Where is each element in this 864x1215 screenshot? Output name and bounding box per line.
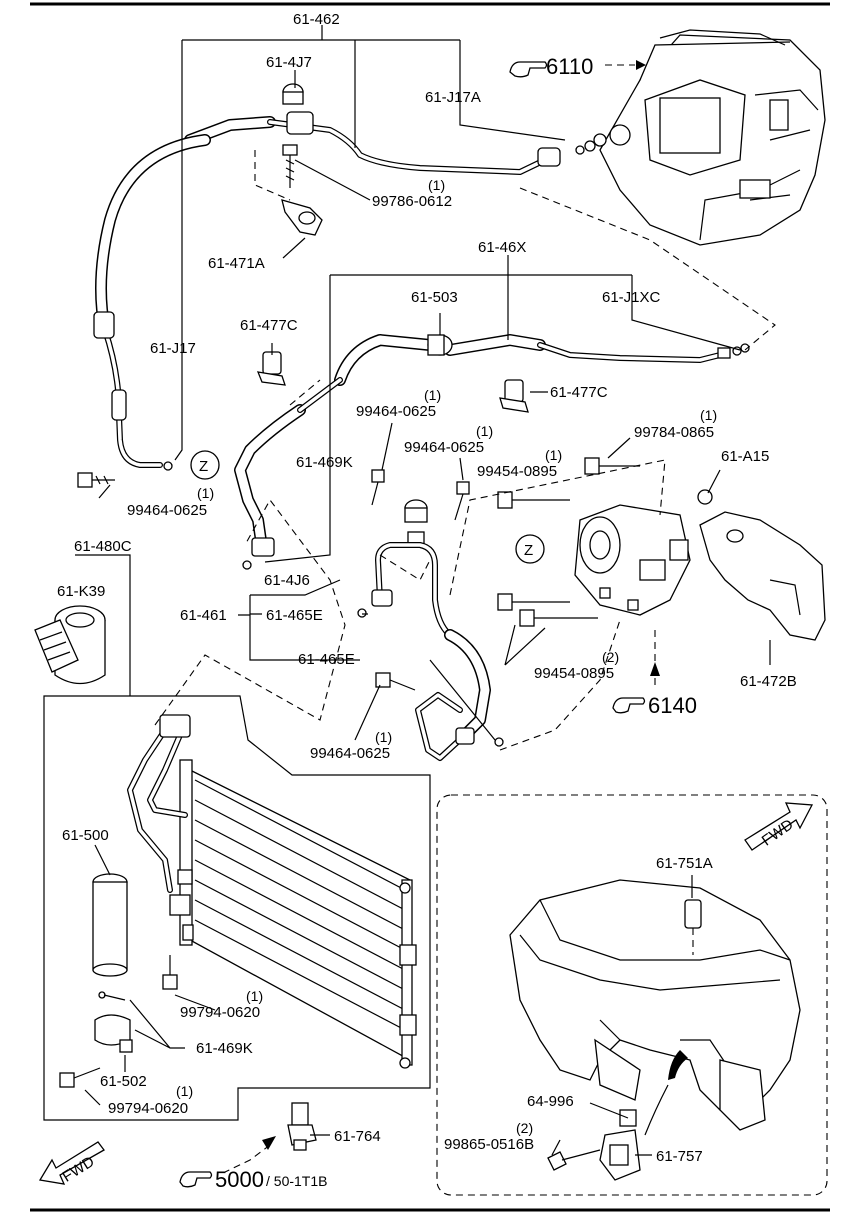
dashed-connectors <box>154 150 776 1173</box>
label-61-751A: 61-751A <box>656 855 713 872</box>
label-61-764: 61-764 <box>334 1128 381 1145</box>
condenser-frame <box>43 695 431 1121</box>
ref-6110-arrowhead <box>636 60 646 70</box>
zoom-marker-a <box>190 450 220 480</box>
qty-99794-0620-a: (1) <box>246 988 263 1004</box>
label-50-1T1B: / 50-1T1B <box>266 1173 327 1189</box>
pointing-hand-icon <box>179 1171 213 1188</box>
label-61-471A: 61-471A <box>208 255 265 272</box>
label-61-46X: 61-46X <box>478 239 526 256</box>
label-99865-0516B: 99865-0516B <box>444 1136 534 1153</box>
label-61-465E-a: 61-465E <box>266 607 323 624</box>
label-5000: 5000 <box>215 1167 264 1192</box>
label-61-503: 61-503 <box>411 289 458 306</box>
part-labels: 61-462 61-4J7 61-J17A 6110 (1) 99786-061… <box>57 11 797 1192</box>
qty-99865-0516B: (2) <box>516 1120 533 1136</box>
leader-lines <box>84 25 771 1156</box>
label-99454-0895-a: 99454-0895 <box>477 463 557 480</box>
qty-99454-0895-b: (2) <box>602 649 619 665</box>
receiver-drier-61-500 <box>59 873 178 1088</box>
label-61-502: 61-502 <box>100 1073 147 1090</box>
ref-5000-arrowhead <box>262 1136 276 1150</box>
zoom-marker-b <box>515 534 545 564</box>
label-61-472B: 61-472B <box>740 673 797 690</box>
qty-99786-0612: (1) <box>428 177 445 193</box>
label-61-K39: 61-K39 <box>57 583 105 600</box>
label-Z-right: Z <box>524 542 533 559</box>
label-99464-0625-d: 99464-0625 <box>310 745 390 762</box>
fwd-arrow-icon: FWD <box>38 1141 105 1186</box>
heater-unit <box>575 29 826 246</box>
bracket-61-480C <box>75 554 131 696</box>
dashboard-detail-box <box>436 794 828 1196</box>
qty-99794-0620-b: (1) <box>176 1083 193 1099</box>
label-6140: 6140 <box>648 693 697 718</box>
label-61-J17: 61-J17 <box>150 340 196 357</box>
qty-99784-0865: (1) <box>700 407 717 423</box>
label-61-480C: 61-480C <box>74 538 132 555</box>
label-61-4J6: 61-4J6 <box>264 572 310 589</box>
label-99784-0865: 99784-0865 <box>634 424 714 441</box>
hose-61-462 <box>77 83 561 488</box>
label-61-500: 61-500 <box>62 827 109 844</box>
condenser <box>127 714 417 1069</box>
label-61-461: 61-461 <box>180 607 227 624</box>
label-61-4J7: 61-4J7 <box>266 54 312 71</box>
ref-6140-arrowhead <box>650 662 660 676</box>
hose-61-46X <box>234 334 750 570</box>
label-61-477C-left: 61-477C <box>240 317 298 334</box>
pointing-hand-icon <box>509 61 548 78</box>
label-61-469K-bottom: 61-469K <box>196 1040 253 1057</box>
label-61-462: 61-462 <box>293 11 340 28</box>
label-61-A15: 61-A15 <box>721 448 769 465</box>
label-99786-0612: 99786-0612 <box>372 193 452 210</box>
label-64-996: 64-996 <box>527 1093 574 1110</box>
label-61-J1XC: 61-J1XC <box>602 289 661 306</box>
qty-99454-0895-a: (1) <box>545 447 562 463</box>
fwd-arrow-icon: FWD <box>744 802 814 851</box>
qty-99464-0625-d: (1) <box>375 729 392 745</box>
label-99794-0620-b: 99794-0620 <box>108 1100 188 1117</box>
receiver-kit-61-480C <box>34 605 106 685</box>
qty-99464-0625-b: (1) <box>476 423 493 439</box>
heat-shield-61-472B <box>697 489 826 641</box>
label-99464-0625-b: 99464-0625 <box>404 439 484 456</box>
label-99464-0625-c: 99464-0625 <box>127 502 207 519</box>
sensor-61-764 <box>287 1102 317 1151</box>
pointing-hand-icon <box>612 697 646 714</box>
label-61-469K-top: 61-469K <box>296 454 353 471</box>
qty-99464-0625-c: (1) <box>197 485 214 501</box>
label-61-477C-right: 61-477C <box>550 384 608 401</box>
pipe-61-461 <box>357 469 504 761</box>
dashboard <box>509 879 801 1181</box>
label-99454-0895-b: 99454-0895 <box>534 665 614 682</box>
label-61-465E-b: 61-465E <box>298 651 355 668</box>
label-Z-left: Z <box>199 458 208 475</box>
label-61-757: 61-757 <box>656 1148 703 1165</box>
label-61-J17A: 61-J17A <box>425 89 481 106</box>
label-6110: 6110 <box>546 54 593 79</box>
qty-99464-0625-a: (1) <box>424 387 441 403</box>
compressor <box>497 457 691 627</box>
label-99464-0625-a: 99464-0625 <box>356 403 436 420</box>
label-99794-0620-a: 99794-0620 <box>180 1004 260 1021</box>
